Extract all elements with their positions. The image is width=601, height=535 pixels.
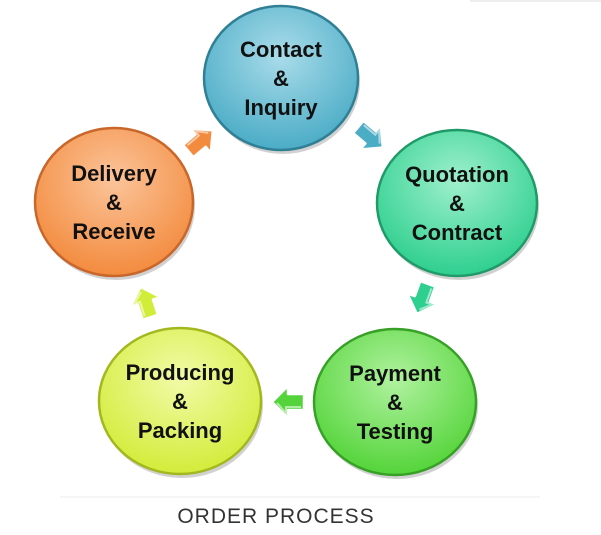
- arrow-shape: [181, 127, 215, 159]
- arrow-shape: [128, 285, 162, 322]
- node-label-line: Packing: [138, 418, 222, 443]
- node-label-line: &: [172, 389, 188, 414]
- node-label-line: Inquiry: [244, 95, 318, 120]
- flow-arrow-quotation-to-payment: [406, 279, 439, 316]
- step-node-delivery: Delivery & Receive: [33, 126, 195, 280]
- arrow-shape: [270, 384, 306, 420]
- node-circle: [33, 126, 195, 278]
- flow-arrow-producing-to-delivery: [128, 285, 162, 322]
- arrows-layer: [128, 119, 439, 420]
- flow-arrow-payment-to-producing: [270, 384, 306, 420]
- arrow-shape: [351, 119, 385, 151]
- node-circle: [375, 128, 539, 278]
- arrow-highlight: [276, 402, 301, 416]
- step-node-quotation: Quotation & Contract: [375, 128, 539, 280]
- arrow-highlight: [363, 124, 381, 144]
- step-node-producing: Producing & Packing: [97, 326, 263, 478]
- node-label-line: Contact: [240, 37, 323, 62]
- node-label-line: Payment: [349, 361, 441, 386]
- node-label-line: &: [449, 191, 465, 216]
- node-label-line: Quotation: [405, 162, 509, 187]
- node-label-line: Delivery: [71, 161, 157, 186]
- diagram-caption: ORDER PROCESS: [177, 505, 374, 528]
- flow-arrow-delivery-to-contact: [181, 127, 215, 159]
- node-circle: [97, 326, 263, 476]
- flow-arrow-contact-to-quotation: [351, 119, 385, 151]
- node-label-line: Receive: [72, 219, 155, 244]
- node-circle: [312, 327, 478, 477]
- arrow-highlight: [186, 129, 209, 147]
- arrow-highlight: [419, 288, 435, 311]
- arrow-highlight: [132, 291, 146, 317]
- step-node-payment: Payment & Testing: [312, 327, 478, 479]
- node-label-line: &: [106, 190, 122, 215]
- node-label-line: &: [387, 390, 403, 415]
- node-label-line: &: [273, 66, 289, 91]
- node-label-line: Producing: [126, 360, 235, 385]
- step-node-contact: Contact & Inquiry: [202, 4, 360, 154]
- node-label-line: Testing: [357, 419, 434, 444]
- node-circle: [202, 4, 360, 152]
- node-label-line: Contract: [412, 220, 503, 245]
- arrow-shape: [406, 279, 439, 316]
